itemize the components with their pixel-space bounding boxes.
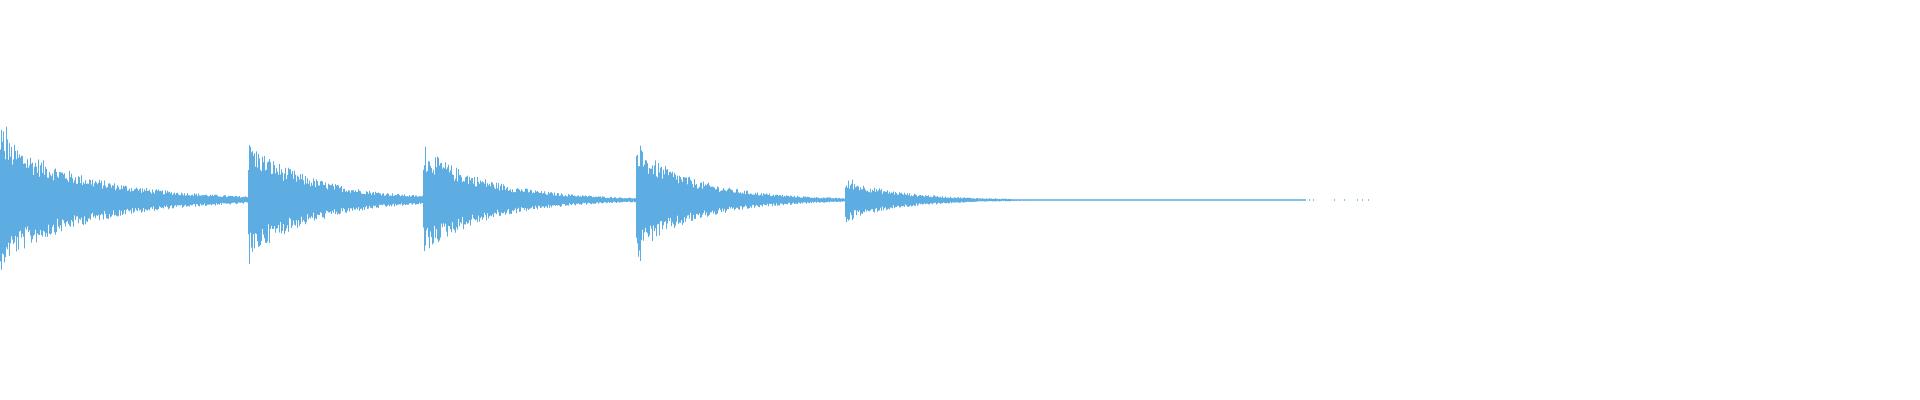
waveform-event-2 <box>248 145 423 265</box>
waveform-event-1 <box>0 126 248 270</box>
waveform-series <box>1031 199 1369 201</box>
waveform-event-5 <box>845 179 1031 223</box>
waveform-event-3 <box>423 146 636 252</box>
waveform-event-4 <box>636 145 845 261</box>
